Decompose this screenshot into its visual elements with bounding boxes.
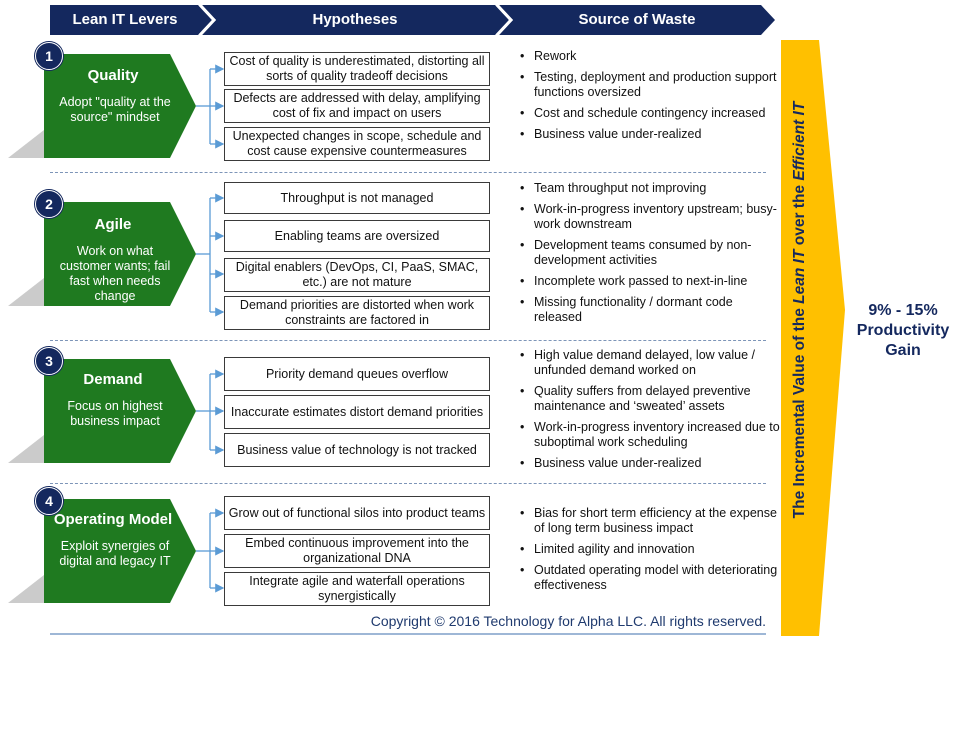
waste-item: Development teams consumed by non-develo… [518,238,780,268]
hypothesis-box: Enabling teams are oversized [224,220,490,252]
header-levers: Lean IT Levers [72,11,178,28]
productivity-gain: 9% - 15% Productivity Gain [836,301,970,361]
waste-item: Bias for short term efficiency at the ex… [518,506,780,536]
waste-list: Rework Testing, deployment and productio… [518,49,780,148]
waste-item: Business value under-realized [518,127,780,142]
waste-item: Work-in-progress inventory upstream; bus… [518,202,780,232]
lever-description: Exploit synergies of digital and legacy … [59,539,171,568]
header-chevrons [50,5,775,35]
section-number-badge: 2 [35,190,63,218]
label-part1: The Incremental Value of the [791,303,808,519]
lever-title: Agile [94,216,132,233]
waste-item: Incomplete work passed to next-in-line [518,274,780,289]
lever-description: Focus on highest business impact [67,399,163,428]
header-hypotheses: Hypotheses [312,11,398,28]
incremental-value-label: The Incremental Value of the Lean IT ove… [788,30,812,590]
copyright-text: Copyright © 2016 Technology for Alpha LL… [370,613,766,629]
waste-item: Limited agility and innovation [518,542,780,557]
waste-item: Quality suffers from delayed preventive … [518,384,780,414]
waste-item: High value demand delayed, low value / u… [518,348,780,378]
hypothesis-box: Priority demand queues overflow [224,357,490,391]
lever-demand: Demand Focus on highest business impact [0,355,200,467]
lever-arrow-shape [8,499,196,603]
gain-range: 9% - 15% [868,302,938,319]
waste-item: Testing, deployment and production suppo… [518,70,780,100]
label-emph1: Lean IT [791,249,808,304]
waste-item: Rework [518,49,780,64]
hypothesis-box: Integrate agile and waterfall operations… [224,572,490,606]
label-emph2: Efficient IT [791,101,808,181]
lever-description: Work on what customer wants; fail fast w… [59,244,171,303]
waste-item: Work-in-progress inventory increased due… [518,420,780,450]
waste-list: Bias for short term efficiency at the ex… [518,506,780,599]
hypothesis-box: Throughput is not managed [224,182,490,214]
incremental-value-bar [781,40,819,636]
section-divider [50,483,766,484]
header-bar: Lean IT Levers Hypotheses Source of Wast… [50,5,775,35]
lever-arrow-shape [8,359,196,463]
hypothesis-box: Defects are addressed with delay, amplif… [224,89,490,123]
header-waste: Source of Waste [578,11,696,28]
section-divider [50,340,766,341]
hypothesis-box: Embed continuous improvement into the or… [224,534,490,568]
lever-agile: Agile Work on what customer wants; fail … [0,198,200,310]
lever-description: Adopt "quality at the source" mindset [59,95,171,124]
lever-arrow-shape [8,54,196,158]
hypothesis-box: Digital enablers (DevOps, CI, PaaS, SMAC… [224,258,490,292]
hypothesis-box: Cost of quality is underestimated, disto… [224,52,490,86]
gain-label-1: Productivity [856,322,950,339]
section-number-badge: 4 [35,487,63,515]
waste-item: Business value under-realized [518,456,780,471]
waste-item: Team throughput not improving [518,181,780,196]
waste-item: Outdated operating model with deteriorat… [518,563,780,593]
section-number-badge: 3 [35,347,63,375]
lever-title: Quality [87,67,139,84]
section-divider [50,172,766,173]
waste-list: Team throughput not improving Work-in-pr… [518,181,780,331]
lever-title: Demand [83,371,143,388]
hypothesis-box: Inaccurate estimates distort demand prio… [224,395,490,429]
hypothesis-box: Business value of technology is not trac… [224,433,490,467]
footer-divider [50,633,766,635]
lever-quality: Quality Adopt "quality at the source" mi… [0,50,200,162]
hypothesis-box: Unexpected changes in scope, schedule an… [224,127,490,161]
gain-label-2: Gain [885,342,921,359]
lever-arrow-shape [8,202,196,306]
waste-item: Missing functionality / dormant code rel… [518,295,780,325]
label-part2: over the [791,180,808,250]
hypothesis-box: Grow out of functional silos into produc… [224,496,490,530]
section-number-badge: 1 [35,42,63,70]
waste-item: Cost and schedule contingency increased [518,106,780,121]
lever-title: Operating Model [53,511,173,528]
lever-operating-model: Operating Model Exploit synergies of dig… [0,495,200,607]
gold-arrow-tip [819,40,845,636]
hypothesis-box: Demand priorities are distorted when wor… [224,296,490,330]
waste-list: High value demand delayed, low value / u… [518,348,780,477]
